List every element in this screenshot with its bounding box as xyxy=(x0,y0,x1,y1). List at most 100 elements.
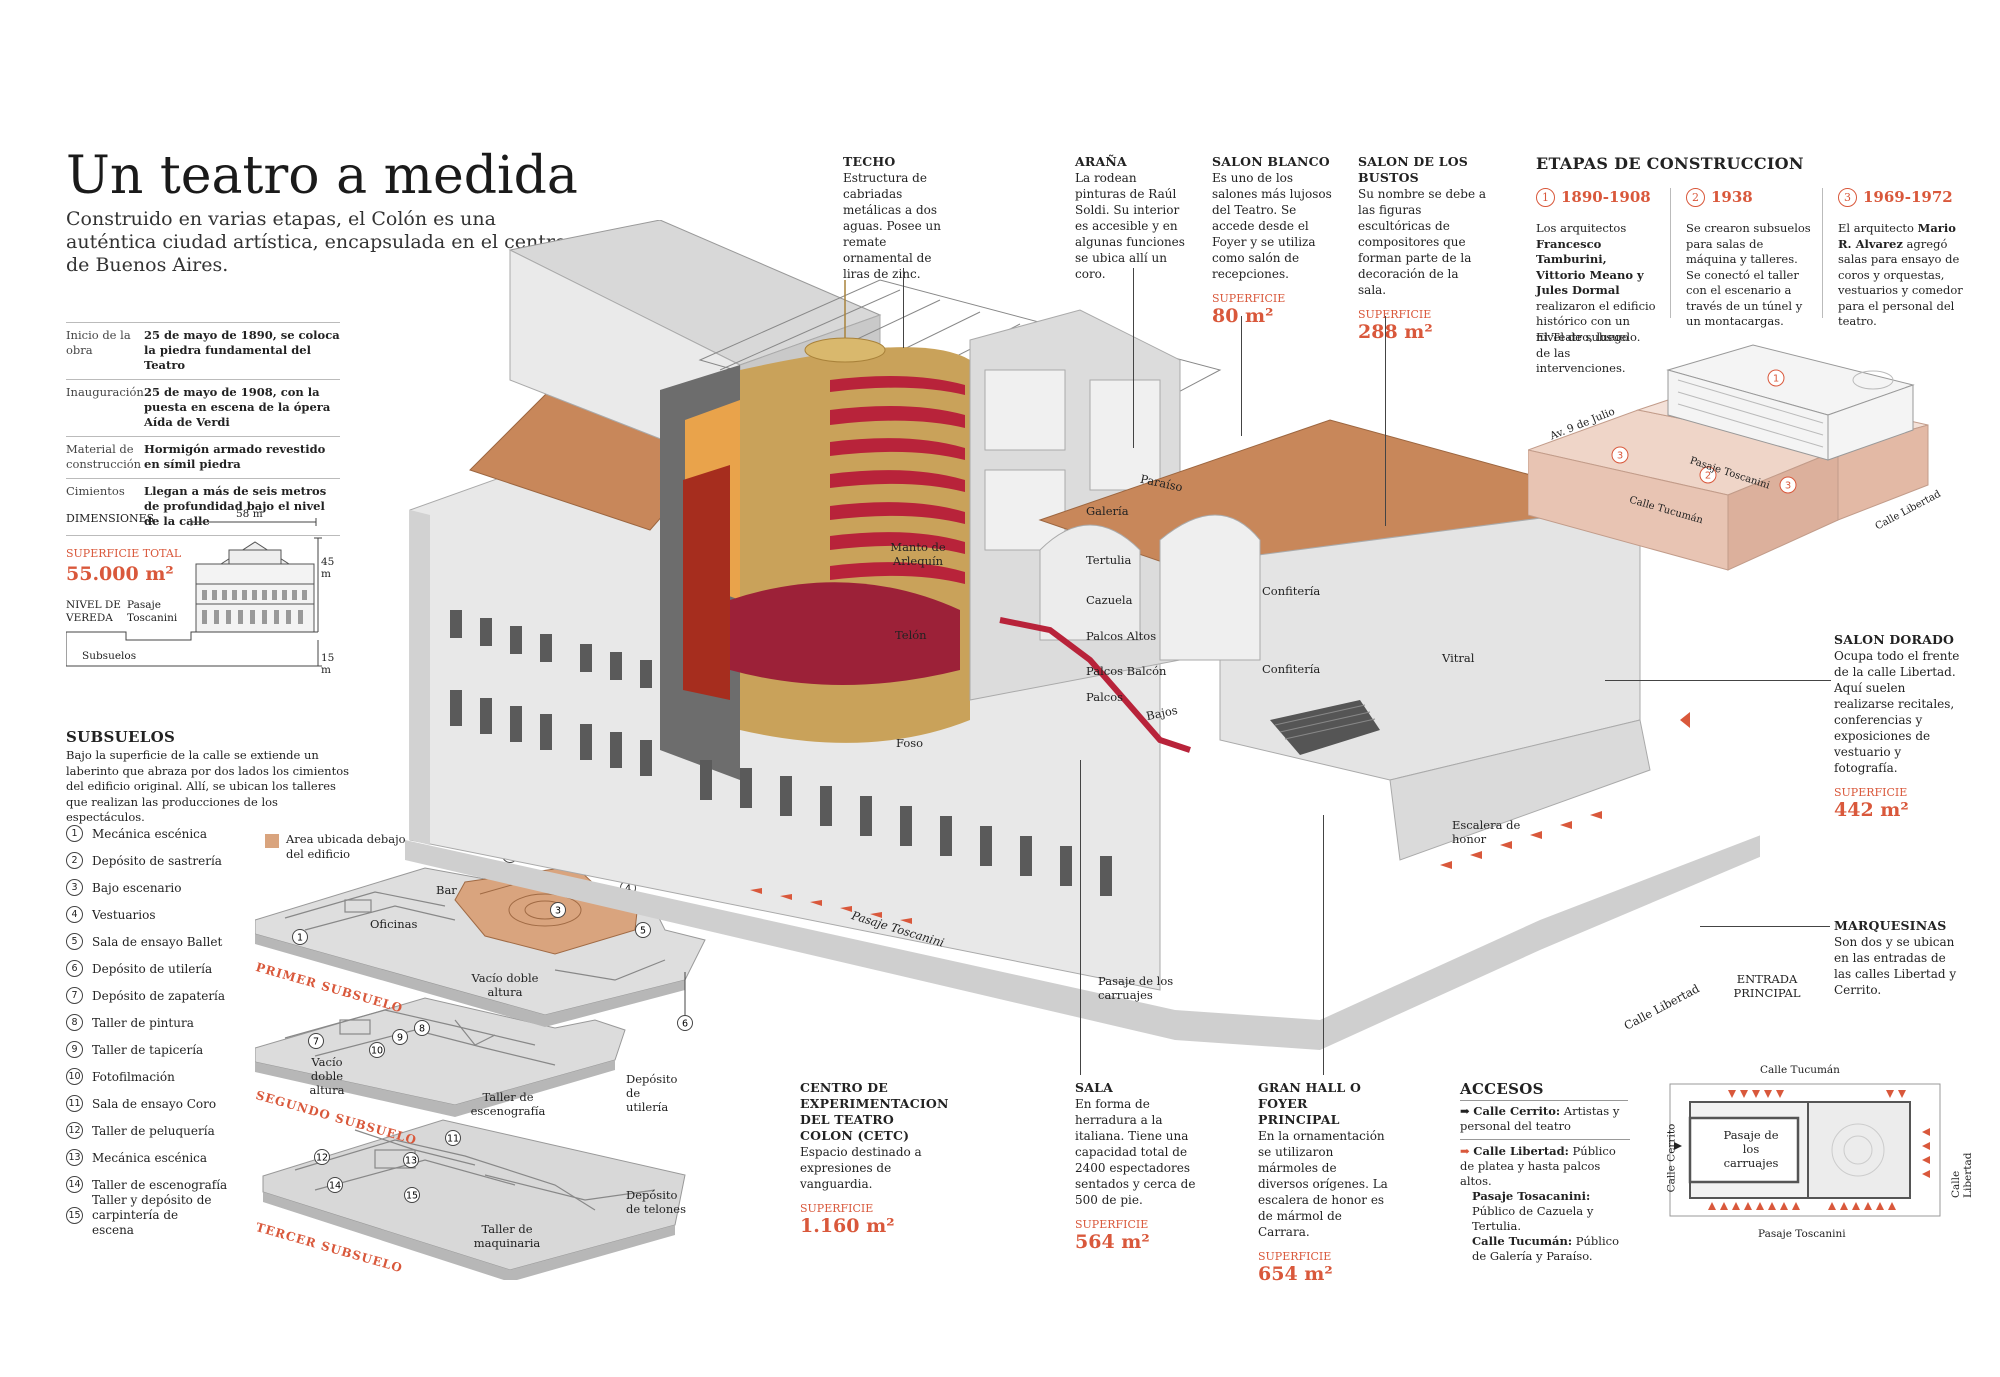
label-vitral: Vitral xyxy=(1442,651,1475,665)
dimensions-label: DIMENSIONES xyxy=(66,512,155,525)
facts-table: Inicio de la obra 25 de mayo de 1890, se… xyxy=(66,322,340,536)
etapa-number: 3 xyxy=(1838,188,1857,207)
marker: 6 xyxy=(682,1019,688,1030)
area-legend-label: Area ubicada debajo del edificio xyxy=(286,832,406,861)
label-confiteria-2: Confitería xyxy=(1262,662,1321,676)
marker: 7 xyxy=(313,1037,319,1048)
marker: 1 xyxy=(297,933,303,944)
room-deposito-utileria: Depósito de utilería xyxy=(626,1072,678,1114)
legend-label: Taller de pintura xyxy=(92,1015,194,1030)
marker: 4 xyxy=(625,884,631,895)
legend-label: Depósito de zapatería xyxy=(92,988,226,1003)
callout-title: ARAÑA xyxy=(1075,154,1127,169)
width-dimension: 58 m xyxy=(236,508,263,520)
segundo-subsuelo-slab xyxy=(255,997,626,1117)
legend-number: 6 xyxy=(66,960,83,977)
marker: 1 xyxy=(1773,374,1779,385)
etapa-text-post: agregó salas para ensayo de coros y orqu… xyxy=(1838,236,1963,329)
label-confiteria-1: Confitería xyxy=(1262,584,1321,598)
etapa-number: 2 xyxy=(1686,188,1705,207)
callout-gran-hall: GRAN HALL O FOYER PRINCIPAL En la orname… xyxy=(1258,1080,1388,1284)
arrow-right-icon: ➡ xyxy=(1460,1104,1474,1118)
etapas-note: El Teatro, luego de las intervenciones. xyxy=(1536,330,1629,375)
legend-number: 14 xyxy=(66,1176,83,1193)
room-vacio-2: Vacío doble altura xyxy=(309,1055,345,1097)
subsuelos-title: SUBSUELOS xyxy=(66,728,176,746)
callout-cetc: CENTRO DE EXPERIMENTACION DEL TEATRO COL… xyxy=(800,1080,948,1237)
leader-line xyxy=(1241,316,1242,436)
surface-label: SUPERFICIE xyxy=(1358,308,1432,321)
leader-line xyxy=(1323,815,1324,1075)
legend-label: Mecánica escénica xyxy=(92,1150,208,1165)
label-palcos: Palcos xyxy=(1086,690,1124,704)
leader-line xyxy=(1133,268,1134,448)
basements-label: Subsuelos xyxy=(82,650,137,662)
plan-label-cerrito: Calle Cerrito xyxy=(1665,1123,1678,1193)
marker: 14 xyxy=(329,1181,341,1192)
legend-label: Mecánica escénica xyxy=(92,826,208,841)
label-pasaje-carruajes: Pasaje de los carruajes xyxy=(1098,974,1174,1002)
surface-value: 1.160 m² xyxy=(800,1215,895,1237)
height-dimension: 45 m xyxy=(321,556,335,580)
fact-value: 25 de mayo de 1908, con la puesta en esc… xyxy=(144,385,331,429)
fact-value: 25 de mayo de 1890, se coloca la piedra … xyxy=(144,328,340,372)
callout-title: GRAN HALL O FOYER PRINCIPAL xyxy=(1258,1080,1362,1127)
callout-text: En la ornamentación se utilizaron mármol… xyxy=(1258,1129,1388,1239)
legend-number: 13 xyxy=(66,1149,83,1166)
callout-title: TECHO xyxy=(843,154,896,169)
surface-value: 442 m² xyxy=(1834,799,1909,821)
leader-line xyxy=(1700,926,1830,927)
legend-label: Depósito de sastrería xyxy=(92,853,222,868)
access-text: Público de Cazuela y Tertulia. xyxy=(1472,1204,1594,1233)
access-text: Público de Galería y Paraíso. xyxy=(1472,1234,1620,1263)
fact-value: Llegan a más de seis metros de profundid… xyxy=(144,484,327,528)
surface-label: SUPERFICIE xyxy=(1212,292,1286,305)
list-item: Calle Tucumán: Público de Galería y Para… xyxy=(1460,1234,1630,1264)
callout-text: Ocupa todo el frente de la calle Liberta… xyxy=(1834,649,1960,775)
page-title: Un teatro a medida xyxy=(66,146,578,206)
etapa-years: 1969-1972 xyxy=(1863,187,1953,206)
leader-line xyxy=(903,268,904,348)
surface-value: 80 m² xyxy=(1212,305,1274,327)
surface-value: 288 m² xyxy=(1358,321,1433,343)
room-taller-escenografia: Taller de escenografía xyxy=(470,1090,546,1118)
passage-label: Pasaje Toscanini xyxy=(127,599,178,624)
label-entrada-principal: ENTRADA PRINCIPAL xyxy=(1733,972,1801,1000)
etapa-text-bold: Francesco Tamburini, Vittorio Meano y Ju… xyxy=(1536,236,1644,298)
marker: 8 xyxy=(419,1024,425,1035)
legend-label: Taller de peluquería xyxy=(92,1123,215,1138)
marker: 12 xyxy=(316,1153,328,1164)
marker: 2 xyxy=(1705,471,1711,482)
access-name: Calle Cerrito: xyxy=(1473,1104,1561,1118)
callout-salon-bustos: SALON DE LOS BUSTOS Su nombre se debe a … xyxy=(1358,154,1488,343)
depth-dimension: 15 m xyxy=(321,652,335,676)
etapa-text-bold: Mario R. Alvarez xyxy=(1838,221,1956,251)
plan-label-carruajes: Pasaje de los carruajes xyxy=(1723,1128,1779,1170)
etapas-map: 1 3 2 3 xyxy=(1528,344,1929,571)
label-palcos-balcon: Palcos Balcón xyxy=(1086,664,1167,678)
surface-label: SUPERFICIE xyxy=(1075,1218,1149,1231)
legend-label: Bajo escenario xyxy=(92,880,182,895)
callout-arana: ARAÑA La rodean pinturas de Raúl Soldi. … xyxy=(1075,154,1190,282)
legend-number: 12 xyxy=(66,1122,83,1139)
legend-number: 9 xyxy=(66,1041,83,1058)
access-plan-map xyxy=(1669,1083,1941,1217)
etapa-text-pre: El arquitecto xyxy=(1838,221,1918,235)
list-item: ➡ Calle Libertad: Público de platea y ha… xyxy=(1460,1139,1630,1189)
page-subtitle: Construido en varias etapas, el Colón es… xyxy=(66,208,567,276)
fact-value: Hormigón armado revestido en símil piedr… xyxy=(144,442,326,471)
callout-text: La rodean pinturas de Raúl Soldi. Su int… xyxy=(1075,171,1185,281)
room-oficinas: Oficinas xyxy=(370,917,418,931)
callout-title: SALON DORADO xyxy=(1834,632,1955,647)
list-item: 13 Mecánica escénica xyxy=(66,1144,266,1171)
legend-label: Vestuarios xyxy=(92,907,156,922)
callout-techo: TECHO Estructura de cabriadas metálicas … xyxy=(843,154,953,282)
fact-key: Cimientos xyxy=(66,484,125,498)
legend-number: 8 xyxy=(66,1014,83,1031)
fact-row: Cimientos Llegan a más de seis metros de… xyxy=(66,478,340,536)
auditorium-horseshoe xyxy=(730,280,970,743)
facade-elevation-drawing xyxy=(66,518,322,667)
